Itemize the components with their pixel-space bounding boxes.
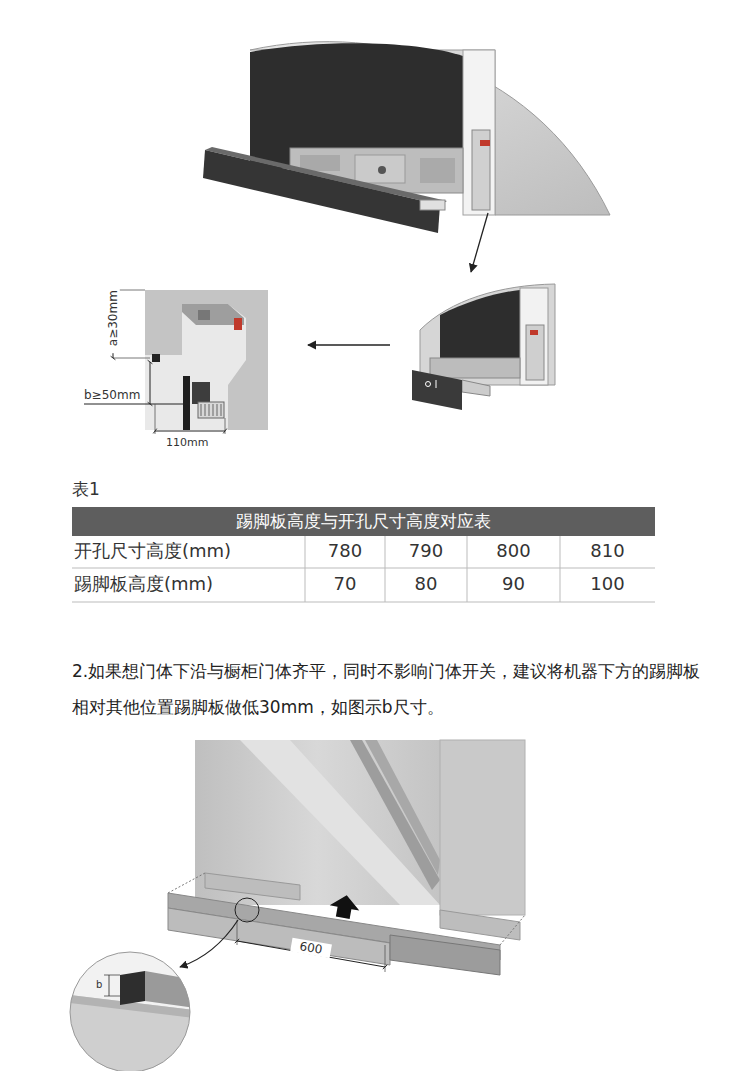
table-cell: 790 [385,540,467,562]
table-cell: 80 [385,573,467,595]
table-grid [72,536,655,602]
table-cell: 780 [305,540,385,562]
dimension-label: 110mm [166,436,208,449]
table-caption: 表1 [72,479,100,499]
table-cell: 踢脚板高度(mm) [74,573,213,595]
header-text: 踢脚板高度与开孔尺寸高度对应表 [236,510,491,533]
dimension-label: b [96,979,102,991]
detail-view [308,284,555,410]
table-cell: 100 [560,573,655,595]
table-cell: 800 [467,540,560,562]
table-cell: 70 [305,573,385,595]
dimension-label: a≥30mm [106,283,120,353]
table-cell: 90 [467,573,560,595]
table-cell: 810 [560,540,655,562]
cabinet-view [70,740,525,1071]
table-cell: 开孔尺寸高度(mm) [74,540,231,562]
dimension-label: b≥50mm [84,388,140,402]
note-paragraph: 2.如果想门体下沿与橱柜门体齐平，同时不影响门体开关，建议将机器下方的踢脚板相对… [72,654,712,725]
table-header-band: 踢脚板高度与开孔尺寸高度对应表 [72,507,655,536]
top-machine-view [203,42,610,272]
